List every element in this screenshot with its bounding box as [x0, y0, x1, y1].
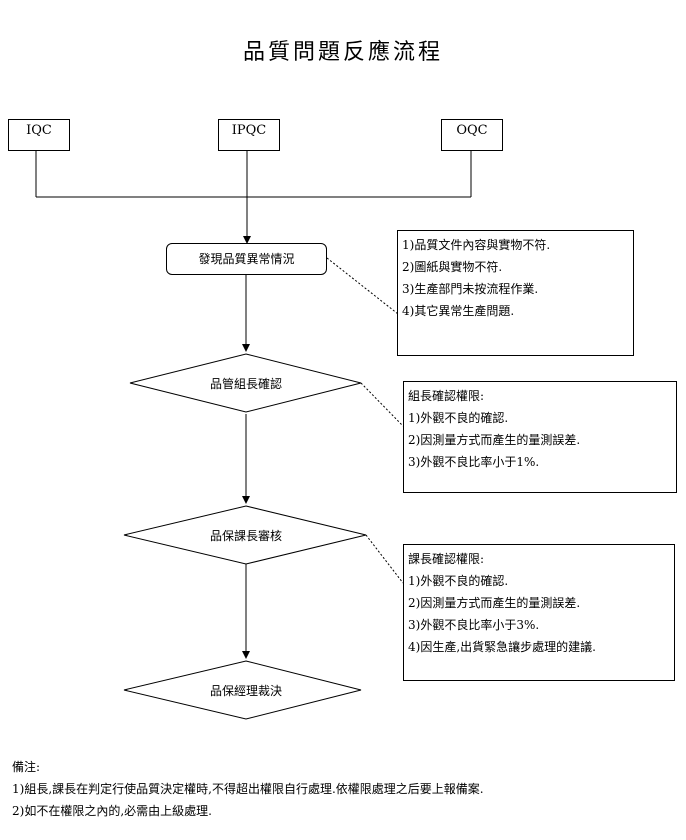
note-heading: 課長確認權限:	[408, 552, 485, 566]
team-leader-note: 組長確認權限: 1)外觀不良的確認. 2)因測量方式而產生的量測誤差. 3)外觀…	[403, 381, 677, 493]
note-line: 1)外觀不良的確認.	[408, 411, 509, 425]
remark-item: 2)如不在權限之內的,必需由上級處理.	[12, 804, 212, 818]
remarks: 備注: 1)組長,課長在判定行使品質決定權時,不得超出權限自行處理.依權限處理之…	[12, 756, 484, 822]
discover-step: 發現品質異常情況	[166, 243, 327, 275]
note-line: 4)其它異常生產問題.	[402, 304, 515, 318]
note-line: 3)外觀不良比率小于3%.	[408, 618, 540, 632]
team-leader-diamond	[129, 353, 362, 413]
remark-item: 1)組長,課長在判定行使品質決定權時,不得超出權限自行處理.依權限處理之后要上報…	[12, 782, 484, 796]
section-chief-diamond	[123, 505, 367, 565]
note-line: 3)外觀不良比率小于1%.	[408, 455, 540, 469]
discover-note: 1)品質文件內容與實物不符. 2)圖紙與實物不符. 3)生產部門未按流程作業. …	[397, 230, 634, 356]
note-line: 2)因測量方式而產生的量測誤差.	[408, 433, 581, 447]
note-line: 1)外觀不良的確認.	[408, 574, 509, 588]
team-leader-callout-line	[360, 382, 404, 427]
note-line: 1)品質文件內容與實物不符.	[402, 238, 551, 252]
note-line: 2)因測量方式而產生的量測誤差.	[408, 596, 581, 610]
remarks-heading: 備注:	[12, 760, 41, 774]
note-line: 2)圖紙與實物不符.	[402, 260, 503, 274]
section-chief-callout-line	[365, 534, 404, 584]
oqc-box: OQC	[441, 119, 503, 151]
note-line: 3)生產部門未按流程作業.	[402, 282, 539, 296]
ipqc-box: IPQC	[218, 119, 280, 151]
team-leader-step-label: 品管組長確認	[209, 377, 282, 391]
manager-diamond	[123, 660, 362, 720]
page-title: 品質問題反應流程	[242, 40, 443, 65]
section-chief-step-label: 品保課長審核	[209, 529, 282, 543]
note-heading: 組長確認權限:	[408, 389, 485, 403]
section-chief-note: 課長確認權限: 1)外觀不良的確認. 2)因測量方式而產生的量測誤差. 3)外觀…	[403, 544, 675, 681]
note-line: 4)因生產,出貨緊急讓步處理的建議.	[408, 640, 596, 654]
manager-step-label: 品保經理裁決	[209, 684, 282, 698]
iqc-box: IQC	[8, 119, 70, 151]
discover-callout-line	[326, 257, 399, 315]
